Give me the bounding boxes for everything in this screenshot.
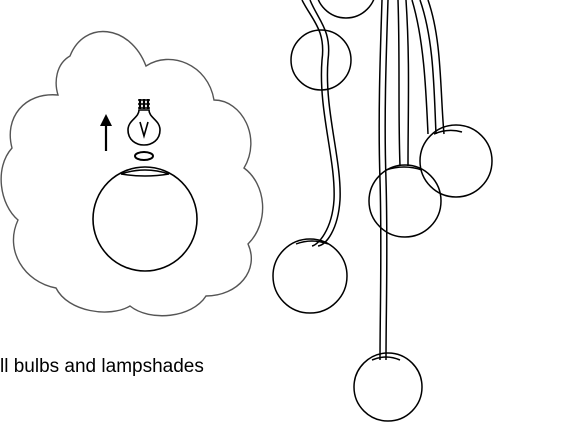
lampshade-globe: [92, 166, 198, 272]
light-bulb-icon: [127, 99, 161, 146]
bulb-ring-icon: [134, 151, 154, 161]
up-arrow-icon: [100, 114, 112, 151]
pendant-globe: [419, 124, 493, 198]
caption-text: ll bulbs and lampshades: [0, 356, 204, 377]
pendant-globe: [272, 238, 348, 314]
pendant-globe: [290, 29, 352, 91]
instruction-cloud: [0, 30, 264, 317]
pendant-globe: [353, 352, 423, 422]
pendant-globe: [317, 0, 375, 19]
pendant-globe: [368, 164, 442, 238]
pendant-cluster: [272, 0, 493, 422]
